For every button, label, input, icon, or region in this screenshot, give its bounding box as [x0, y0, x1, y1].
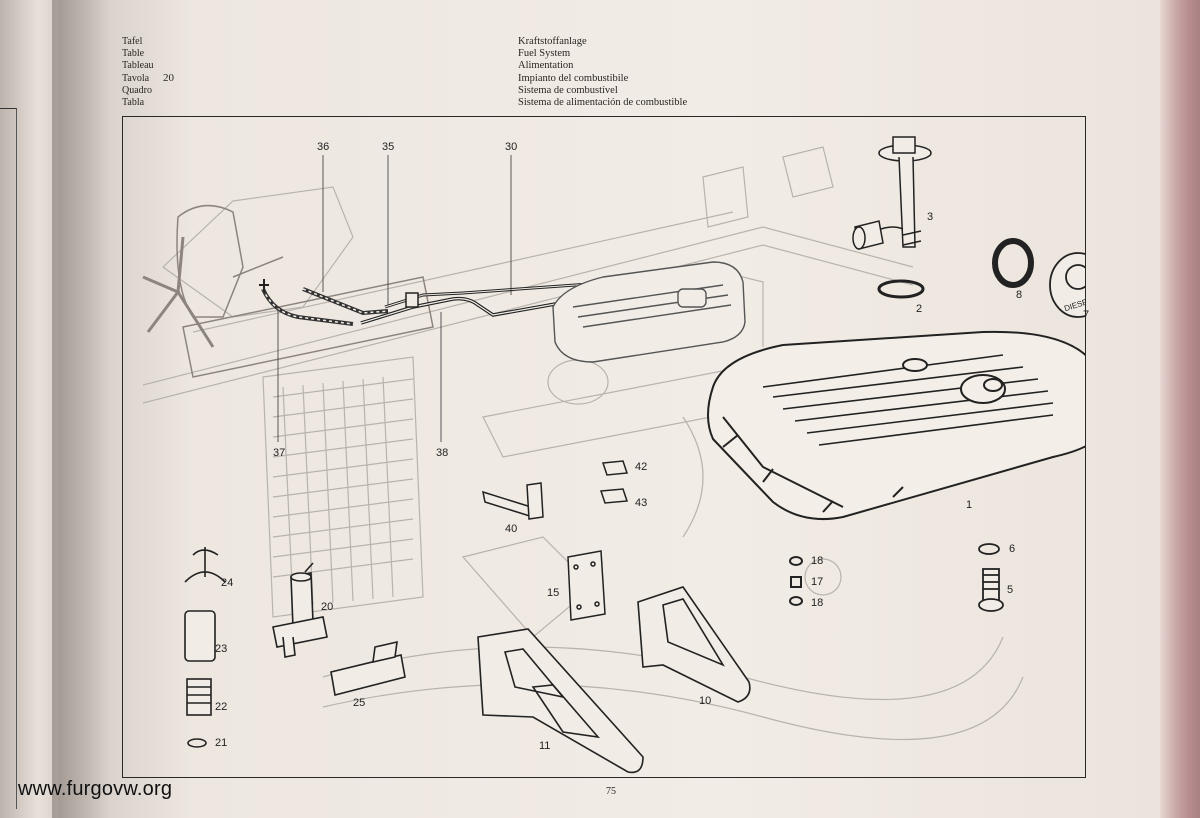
- callout-15: 15: [547, 587, 560, 599]
- callout-11: 11: [539, 740, 551, 752]
- header-title: Impianto del combustibile: [518, 72, 629, 84]
- callout-3: 3: [927, 211, 934, 223]
- callout-38: 38: [436, 447, 449, 459]
- bracket-11: [477, 628, 644, 774]
- bracket-40: [482, 482, 544, 520]
- diesel-cap: DIESEL: [1049, 252, 1085, 318]
- header-title: Sistema de combustível: [518, 84, 618, 96]
- clamp-pieces-42-43: [599, 460, 629, 504]
- header-title: Sistema de alimentación de combustible: [518, 97, 688, 109]
- header-title: Alimentation: [518, 60, 574, 72]
- callout-5: 5: [1007, 584, 1014, 596]
- page-number: 75: [606, 786, 616, 797]
- header-title: Kraftstoffanlage: [518, 36, 587, 47]
- plate-15: [567, 550, 606, 621]
- header-label: Table: [122, 48, 145, 60]
- callout-17: 17: [811, 576, 824, 588]
- callout-36: 36: [317, 141, 330, 153]
- filler-seal-ring: [992, 238, 1034, 288]
- fuel-sender-unit: [852, 136, 932, 250]
- callout-20: 20: [321, 601, 334, 613]
- fuel-pump-20: [272, 562, 328, 658]
- washers-16-18: [789, 556, 803, 606]
- callout-8: 8: [1016, 289, 1023, 301]
- fuel-lines: [259, 279, 624, 326]
- callout-18-top: 18: [811, 555, 824, 567]
- callout-37: 37: [273, 447, 286, 459]
- drain-plug-5-6: [978, 543, 1004, 612]
- header-titles: Kraftstoffanlage Fuel System Alimentatio…: [518, 36, 687, 109]
- callout-43: 43: [635, 497, 648, 509]
- diagram-frame: DIESEL: [122, 116, 1090, 778]
- watermark: www.furgovw.org: [18, 778, 173, 800]
- bracket-10: [637, 586, 751, 703]
- leader-lines: [277, 155, 512, 442]
- exploded-parts-diagram: DIESEL: [142, 136, 1085, 774]
- header-label: Tabla: [122, 97, 145, 109]
- header-labels: Tafel Table Tableau Tavola Quadro Tabla: [122, 36, 154, 109]
- callout-6: 6: [1009, 543, 1016, 555]
- left-page-frame-fragment: [0, 108, 17, 809]
- callout-24: 24: [221, 577, 234, 589]
- callout-22: 22: [215, 701, 228, 713]
- callout-25: 25: [353, 697, 366, 709]
- callout-30: 30: [505, 141, 518, 153]
- callout-10: 10: [699, 695, 712, 707]
- header-label: Quadro: [122, 84, 152, 96]
- page-edge: [1160, 0, 1200, 818]
- faint-vehicle-background: [142, 146, 1024, 741]
- main-fuel-tank: [707, 330, 1085, 521]
- book-gutter: [52, 0, 110, 818]
- small-fuel-tank-sketch: [552, 261, 746, 363]
- header-label: Tavola: [122, 72, 150, 84]
- callout-42: 42: [635, 461, 648, 473]
- callout-40: 40: [505, 523, 518, 535]
- callout-18-bottom: 18: [811, 597, 824, 609]
- callout-7: 7: [1083, 309, 1090, 321]
- filter-parts-21-24: [184, 547, 226, 748]
- engine-sketch: [142, 204, 434, 378]
- callout-23: 23: [215, 643, 228, 655]
- callout-2: 2: [916, 303, 923, 315]
- callout-1: 1: [966, 499, 973, 511]
- header-title: Fuel System: [518, 48, 571, 60]
- bracket-25: [330, 640, 406, 696]
- callout-21: 21: [215, 737, 228, 749]
- callout-35: 35: [382, 141, 395, 153]
- table-number: 20: [163, 72, 174, 84]
- header-label: Tafel: [122, 36, 143, 47]
- header-label: Tableau: [122, 60, 154, 72]
- sender-gasket: [877, 279, 925, 299]
